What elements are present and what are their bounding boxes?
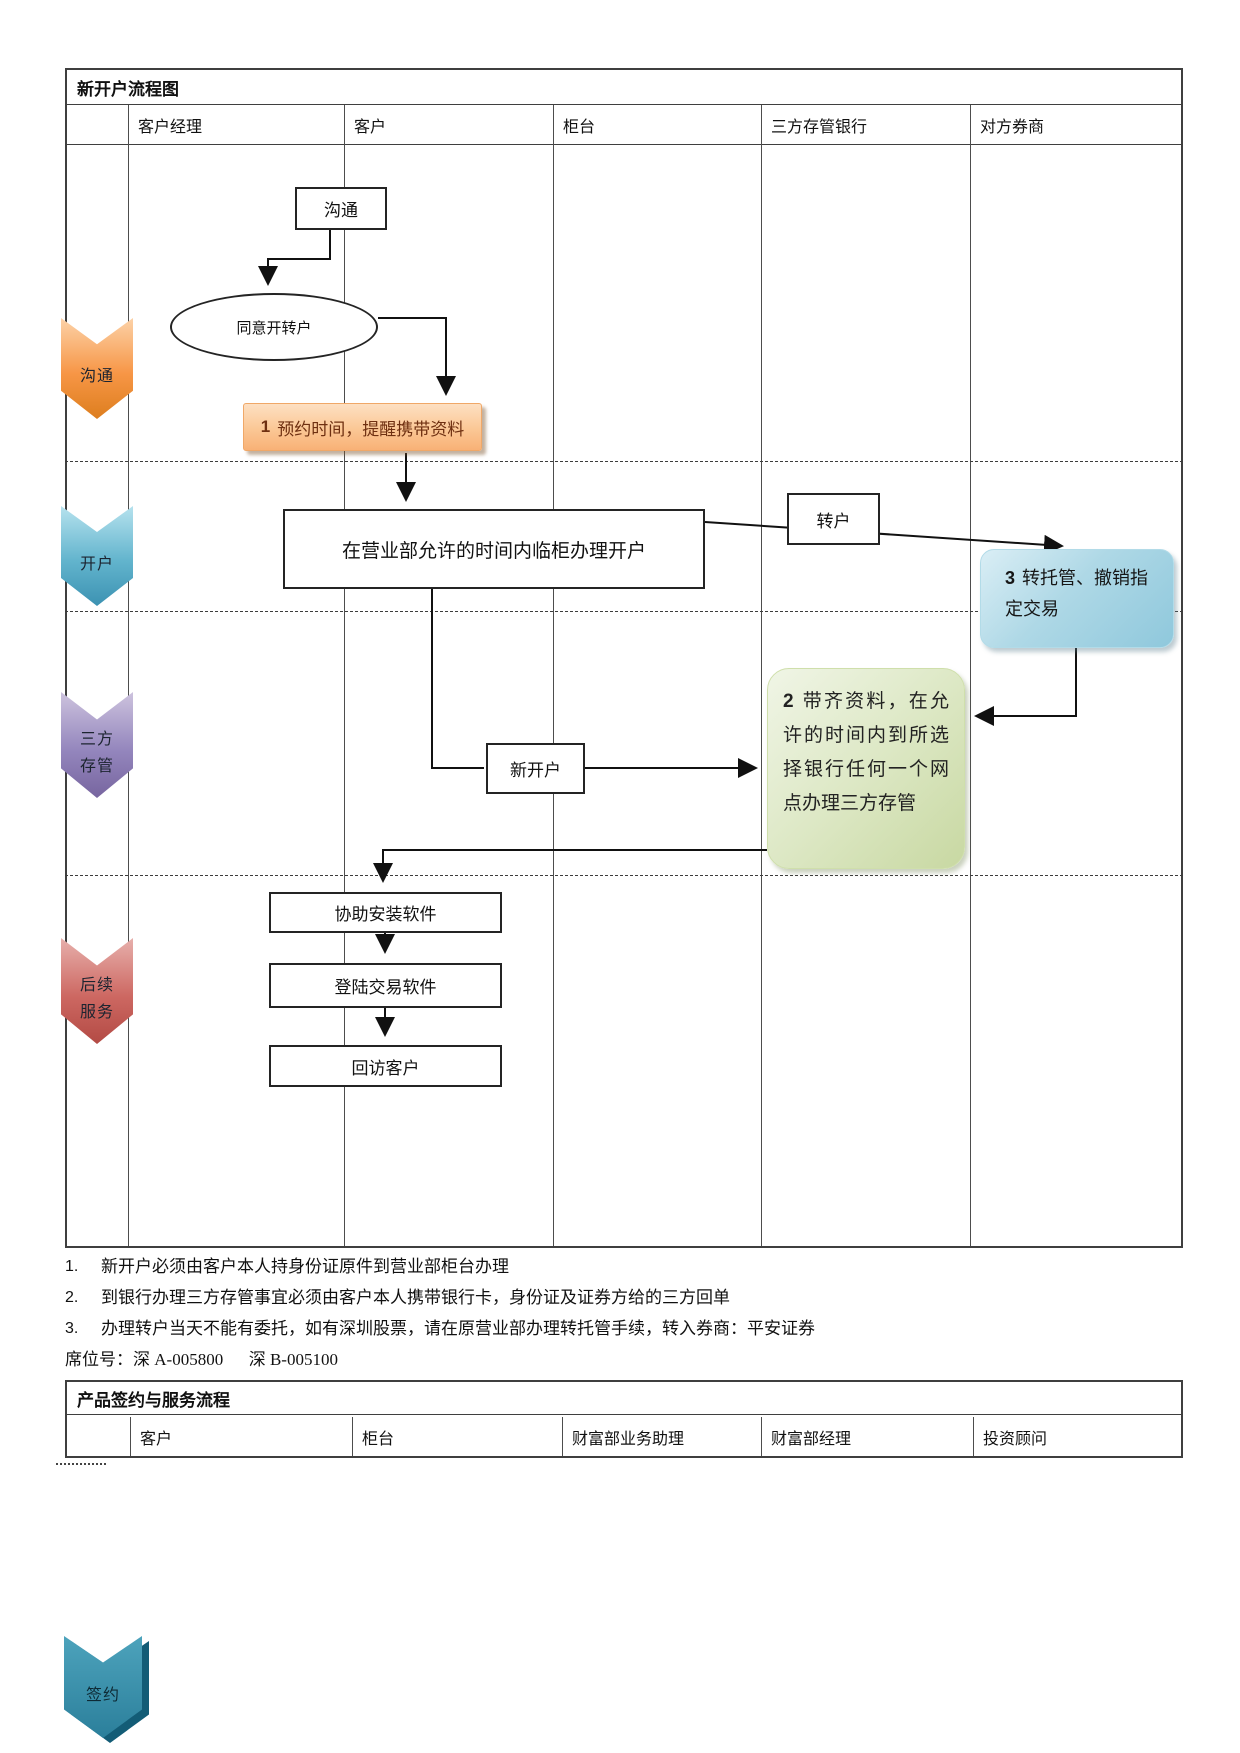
node-transfer-box: 转户 (787, 493, 880, 545)
column-line-4 (761, 105, 762, 1246)
product-signing-title-row: 产品签约与服务流程 (67, 1382, 1181, 1415)
t2-column-line-4 (761, 1417, 762, 1456)
appointment-number: 1 (260, 417, 271, 436)
t2-header-counter: 柜台 (362, 1430, 395, 1448)
node-revisit-box: 回访客户 (269, 1045, 502, 1087)
product-signing-title: 产品签约与服务流程 (77, 1390, 230, 1410)
footnote-2: 2. 到银行办理三方存管事宜必须由客户本人携带银行卡，身份证及证券方给的三方回单 (65, 1288, 730, 1307)
footnote-3: 3. 办理转户当天不能有委托，如有深圳股票，请在原营业部办理转托管手续，转入券商… (65, 1319, 815, 1338)
column-header-account-manager: 客户经理 (138, 119, 203, 136)
node-counter-open-box: 在营业部允许的时间内临柜办理开户 (283, 509, 705, 589)
column-header-counter: 柜台 (563, 119, 596, 136)
footnotes: 1. 新开户必须由客户本人持身份证原件到营业部柜台办理 2. 到银行办理三方存管… (65, 1251, 1180, 1376)
node-agree-ellipse: 同意开转户 (170, 293, 378, 361)
column-line-5 (970, 105, 971, 1246)
t2-dotted-fragment (56, 1463, 106, 1465)
t2-header-customer: 客户 (140, 1430, 173, 1448)
t2-column-line-5 (973, 1417, 974, 1456)
t2-column-line-2 (352, 1417, 353, 1456)
t2-header-wealth-manager: 财富部经理 (771, 1430, 852, 1448)
node-install-software-box: 协助安装软件 (269, 892, 502, 933)
footnote-1: 1. 新开户必须由客户本人持身份证原件到营业部柜台办理 (65, 1257, 509, 1276)
phase-separator-3 (65, 875, 1183, 876)
node-login-software-box: 登陆交易软件 (269, 963, 502, 1008)
deposit-bank-number: 2 (783, 691, 794, 712)
column-header-counterpart-broker: 对方券商 (980, 119, 1045, 136)
t2-header-wealth-assistant: 财富部业务助理 (572, 1430, 685, 1448)
column-line-1 (128, 105, 129, 1246)
t2-header-investment-advisor: 投资顾问 (983, 1430, 1048, 1448)
column-line-2 (344, 105, 345, 1246)
phase-separator-1 (65, 461, 1183, 462)
column-header-customer: 客户 (354, 119, 387, 136)
flowchart-table (65, 68, 1183, 1248)
t2-column-line-3 (562, 1417, 563, 1456)
product-signing-table (65, 1380, 1183, 1458)
flowchart-table-title-row: 新开户流程图 (67, 70, 1181, 105)
node-appointment-box: 1 预约时间，提醒携带资料 (243, 403, 482, 451)
column-header-depository-bank: 三方存管银行 (771, 119, 868, 136)
flowchart-title: 新开户流程图 (77, 79, 179, 99)
column-line-3 (553, 105, 554, 1246)
seat-number-line: 席位号：深 A-005800 深 B-005100 (65, 1350, 338, 1369)
node-communicate-box: 沟通 (295, 187, 387, 230)
flowchart-header-row (67, 105, 1181, 145)
transfer-custody-number: 3 (1005, 568, 1016, 588)
t2-column-line-1 (130, 1417, 131, 1456)
node-new-account-box: 新开户 (486, 743, 585, 794)
phase-separator-2 (65, 611, 1183, 612)
